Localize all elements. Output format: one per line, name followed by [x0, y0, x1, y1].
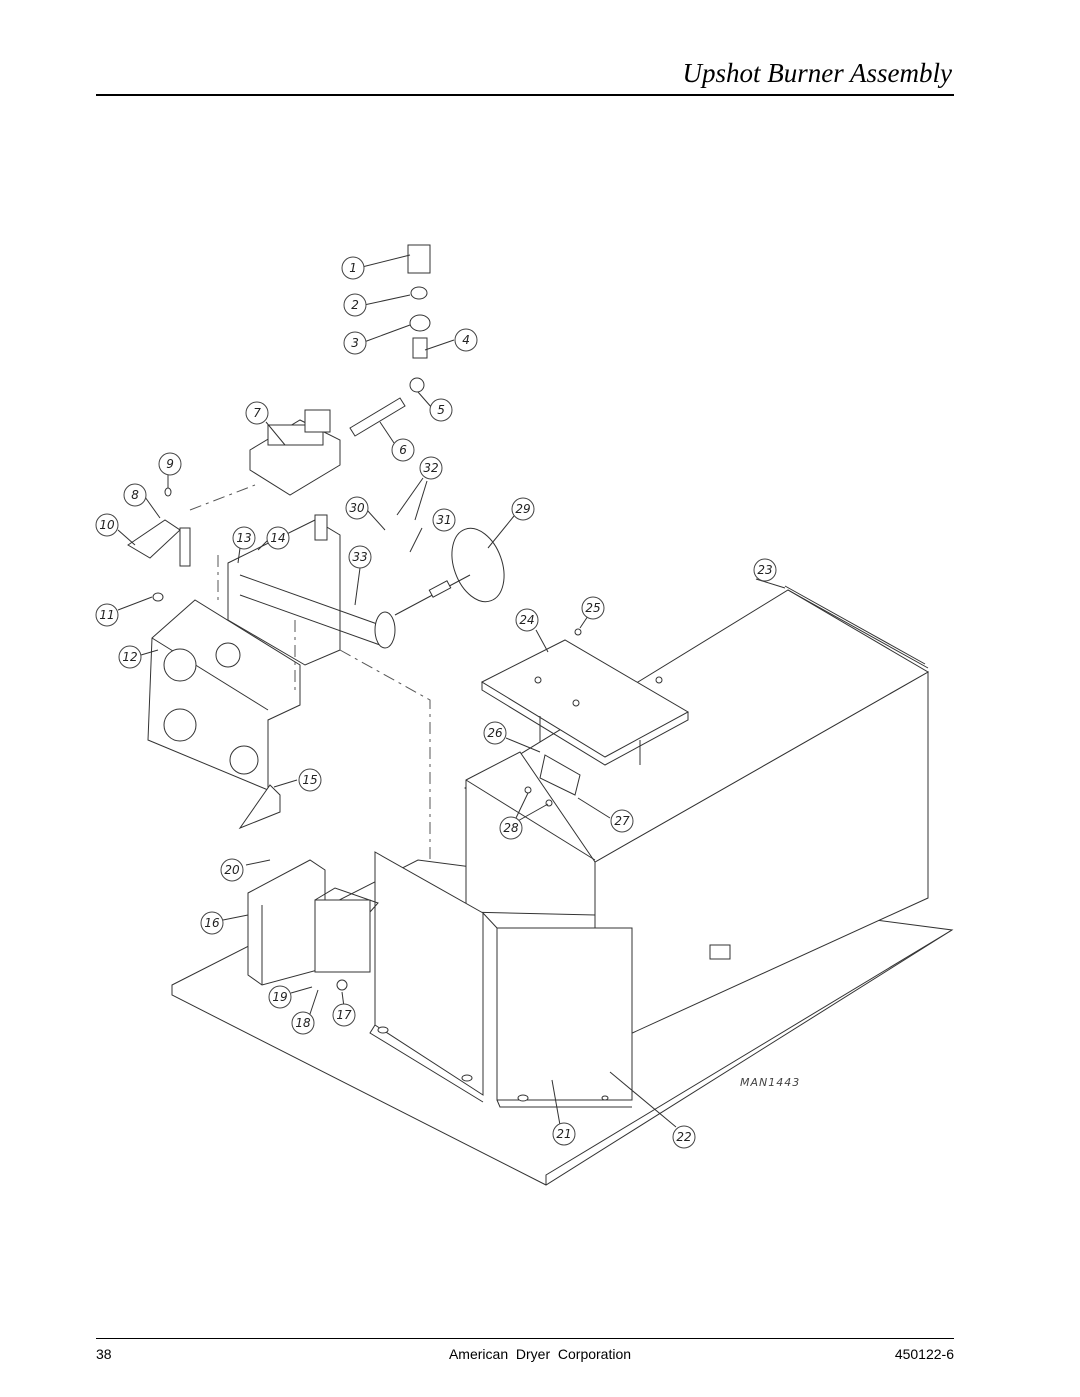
svg-text:4: 4 [462, 333, 470, 347]
callout-14: 14 [266, 526, 290, 550]
callout-30: 30 [345, 496, 369, 520]
page-number: 38 [96, 1346, 112, 1362]
footer-rule [96, 1338, 954, 1339]
svg-text:29: 29 [515, 502, 530, 516]
shutoff-valve [407, 244, 431, 359]
svg-text:26: 26 [487, 726, 503, 740]
sensor-bracket [524, 628, 663, 807]
callout-10: 10 [95, 513, 119, 537]
page-title: Upshot Burner Assembly [682, 58, 953, 88]
assembly-lines [189, 484, 431, 860]
callout-33: 33 [348, 545, 372, 569]
svg-text:33: 33 [352, 550, 367, 564]
svg-text:27: 27 [614, 814, 630, 828]
callout-23: 23 [753, 558, 777, 582]
svg-text:25: 25 [585, 601, 600, 615]
callout-5: 5 [429, 398, 453, 422]
callout-27: 27 [610, 809, 634, 833]
svg-text:23: 23 [757, 563, 772, 577]
svg-text:32: 32 [423, 461, 438, 475]
svg-text:6: 6 [399, 443, 407, 457]
callout-31: 31 [432, 508, 456, 532]
svg-text:8: 8 [131, 488, 139, 502]
svg-text:28: 28 [503, 821, 519, 835]
burner-box [147, 599, 301, 830]
svg-text:1: 1 [349, 261, 357, 275]
svg-text:17: 17 [336, 1008, 352, 1022]
gas-pipe [349, 377, 425, 437]
svg-text:21: 21 [556, 1127, 571, 1141]
callout-19: 19 [268, 985, 292, 1009]
svg-text:9: 9 [166, 457, 174, 471]
callout-11: 11 [95, 603, 119, 627]
company-name: American Dryer Corporation [448, 1346, 632, 1362]
callout-4: 4 [454, 328, 478, 352]
callout-25: 25 [581, 596, 605, 620]
header-rule [96, 94, 954, 96]
callout-1: 1 [341, 256, 365, 280]
lower-box [465, 751, 596, 916]
callout-9: 9 [158, 452, 182, 476]
svg-text:5: 5 [437, 403, 445, 417]
callout-13: 13 [232, 526, 256, 550]
svg-text:31: 31 [436, 513, 451, 527]
callout-12: 12 [118, 645, 142, 669]
svg-text:19: 19 [272, 990, 287, 1004]
callout-16: 16 [200, 911, 224, 935]
drawing-id: MAN1443 [740, 1076, 800, 1089]
callout-29: 29 [511, 497, 535, 521]
ignition-bracket [247, 859, 379, 991]
callout-20: 20 [220, 858, 244, 882]
callout-21: 21 [552, 1122, 576, 1146]
callout-6: 6 [391, 438, 415, 462]
svg-text:7: 7 [253, 406, 261, 420]
svg-text:18: 18 [295, 1016, 311, 1030]
callout-22: 22 [672, 1125, 696, 1149]
svg-text:3: 3 [351, 336, 359, 350]
front-panel [369, 851, 731, 1108]
svg-text:12: 12 [122, 650, 137, 664]
pilot-assembly [127, 487, 191, 602]
svg-text:14: 14 [270, 531, 285, 545]
callout-32: 32 [419, 456, 443, 480]
document-number: 450122-6 [894, 1346, 954, 1362]
burner-cover-plate [480, 639, 690, 766]
callout-26: 26 [483, 721, 507, 745]
svg-text:16: 16 [204, 916, 220, 930]
svg-text:30: 30 [349, 501, 365, 515]
callout-7: 7 [245, 401, 269, 425]
svg-text:15: 15 [302, 773, 317, 787]
callout-3: 3 [343, 331, 367, 355]
svg-text:20: 20 [224, 863, 240, 877]
svg-text:24: 24 [519, 613, 534, 627]
callout-15: 15 [298, 768, 322, 792]
svg-text:11: 11 [99, 608, 114, 622]
callout-17: 17 [332, 1003, 356, 1027]
svg-text:22: 22 [676, 1130, 691, 1144]
svg-text:2: 2 [351, 298, 359, 312]
svg-text:13: 13 [236, 531, 251, 545]
svg-text:10: 10 [99, 518, 115, 532]
callout-18: 18 [291, 1011, 315, 1035]
callout-8: 8 [123, 483, 147, 507]
callout-2: 2 [343, 293, 367, 317]
gas-valve [249, 409, 341, 496]
callout-28: 28 [499, 816, 523, 840]
callout-24: 24 [515, 608, 539, 632]
callouts: 1 2 3 4 5 6 7 8 9 10 11 12 13 14 15 16 1… [95, 256, 777, 1149]
burner-spreader [394, 527, 505, 616]
